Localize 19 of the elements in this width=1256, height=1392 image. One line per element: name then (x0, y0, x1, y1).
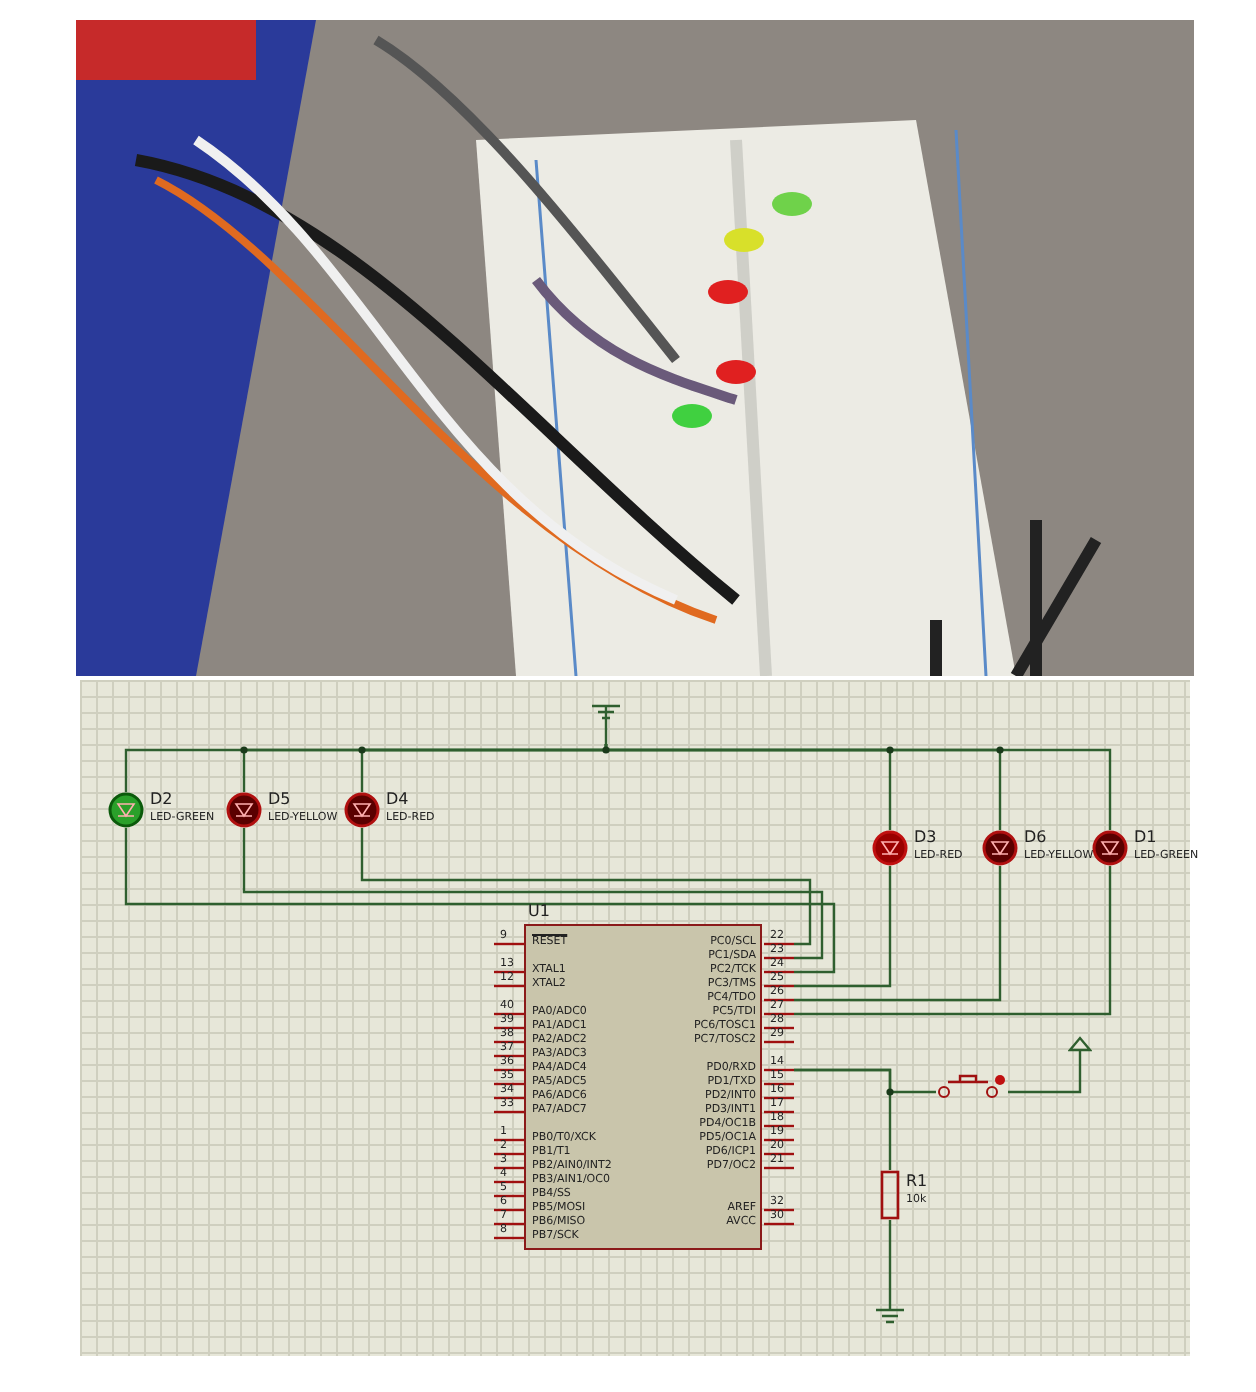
wire (124, 828, 836, 974)
wire (360, 744, 608, 792)
wire (794, 866, 892, 988)
wire (888, 1220, 892, 1300)
wire (242, 828, 824, 960)
wire (794, 866, 1112, 1016)
wire (794, 1068, 892, 1170)
reference-label: D2 (150, 792, 173, 808)
wire (604, 743, 1112, 830)
reference-label: D5 (268, 792, 291, 808)
reference-label: D4 (386, 792, 409, 808)
reference-label: U1 (528, 904, 550, 920)
reference-label: R1 (906, 1174, 928, 1190)
reference-label: D1 (1134, 830, 1157, 846)
reference-label: D6 (1024, 830, 1047, 846)
wire (1008, 1060, 1082, 1094)
wire (794, 866, 1002, 1002)
reference-label: D3 (914, 830, 937, 846)
wire (360, 828, 812, 946)
